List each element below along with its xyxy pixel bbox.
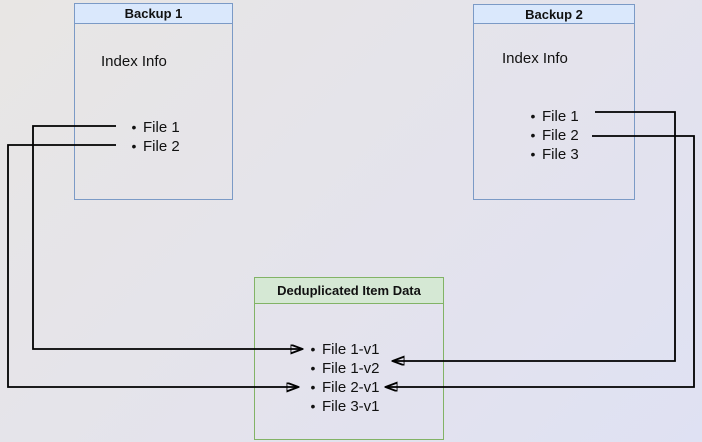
bullet-icon [304,359,322,378]
bullet-icon [125,118,143,137]
dedup-file1v2-label: File 1-v2 [322,360,380,377]
dedup-title: Deduplicated Item Data [255,278,443,304]
bullet-icon [524,126,542,145]
dedup-file2v1-label: File 2-v1 [322,379,380,396]
backup1-file1-label: File 1 [143,119,180,136]
dedup-file3v1-label: File 3-v1 [322,398,380,415]
bullet-icon [304,378,322,397]
bullet-icon [125,137,143,156]
backup1-title: Backup 1 [75,4,232,24]
list-item: File 1-v1 [304,340,380,359]
backup2-file1-label: File 1 [542,108,579,125]
dedup-box: Deduplicated Item Data File 1-v1 File 1-… [254,277,444,440]
list-item: File 3 [524,145,579,164]
backup2-file3-label: File 3 [542,146,579,163]
dedup-file1v1-label: File 1-v1 [322,341,380,358]
list-item: File 2-v1 [304,378,380,397]
list-item: File 3-v1 [304,397,380,416]
backup2-title: Backup 2 [474,5,634,24]
backup2-file2-label: File 2 [542,127,579,144]
bullet-icon [304,397,322,416]
backup1-file-list: File 1 File 2 [125,118,180,156]
list-item: File 1 [524,107,579,126]
dedup-item-list: File 1-v1 File 1-v2 File 2-v1 File 3-v1 [304,340,380,416]
list-item: File 2 [524,126,579,145]
list-item: File 2 [125,137,180,156]
backup2-box: Backup 2 Index Info File 1 File 2 File 3 [473,4,635,200]
bullet-icon [304,340,322,359]
backup2-file-list: File 1 File 2 File 3 [524,107,579,164]
list-item: File 1-v2 [304,359,380,378]
bullet-icon [524,107,542,126]
list-item: File 1 [125,118,180,137]
bullet-icon [524,145,542,164]
backup1-file2-label: File 2 [143,138,180,155]
backup1-box: Backup 1 Index Info File 1 File 2 [74,3,233,200]
backup1-index-info-label: Index Info [101,53,167,70]
backup2-index-info-label: Index Info [502,50,568,67]
